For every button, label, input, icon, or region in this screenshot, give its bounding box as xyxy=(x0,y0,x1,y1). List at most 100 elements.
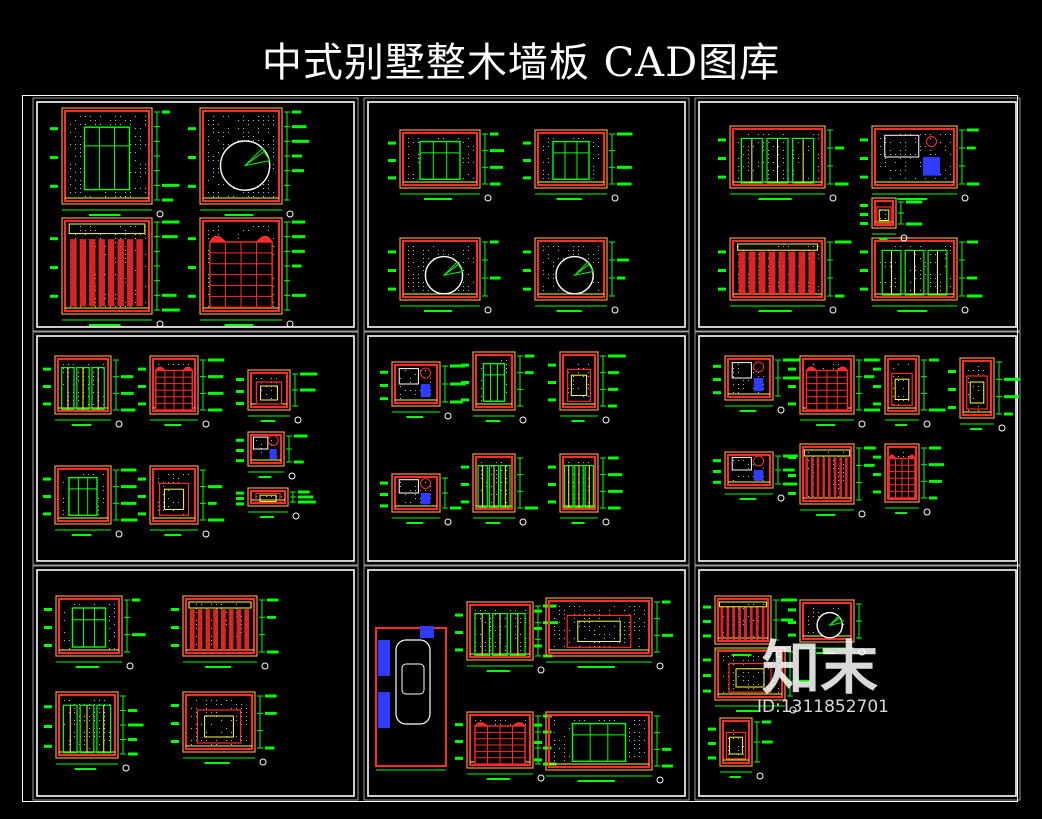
hatch-dot xyxy=(598,258,599,259)
hatch-dot xyxy=(758,266,759,267)
hatch-dot xyxy=(520,650,521,651)
hatch-dot xyxy=(920,278,921,279)
hatch-dot xyxy=(423,290,424,291)
hatch-dot xyxy=(271,496,272,497)
hatch-dot xyxy=(920,270,921,271)
hatch-dot xyxy=(838,488,839,489)
hatch-dot xyxy=(211,712,212,713)
elevation-panel-frame xyxy=(887,358,917,412)
wood-slat xyxy=(805,457,808,500)
hatch-dot xyxy=(543,246,544,247)
hatch-dot xyxy=(468,274,469,275)
hatch-dot xyxy=(246,712,247,713)
hatch-dot xyxy=(584,614,585,615)
plan-room xyxy=(252,436,269,450)
hatch-dot xyxy=(168,498,169,499)
hatch-dot xyxy=(70,184,71,185)
hatch-dot xyxy=(496,462,497,463)
hatch-dot xyxy=(413,286,414,287)
dimension-label xyxy=(948,370,956,373)
hatch-dot xyxy=(418,154,419,155)
dimension-label xyxy=(708,756,716,760)
dimension-label xyxy=(162,308,180,312)
drawing-title-bar xyxy=(739,498,757,500)
hatch-dot xyxy=(619,642,620,643)
hatch-dot xyxy=(738,368,739,369)
hatch-pattern xyxy=(880,134,951,179)
hatch-dot xyxy=(473,282,474,283)
dimension-label xyxy=(265,694,277,698)
elevation-drawing xyxy=(455,711,557,782)
hatch-dot xyxy=(898,456,899,457)
hatch-dot xyxy=(70,164,71,165)
hatch-dot xyxy=(84,704,85,705)
hatch-dot xyxy=(496,474,497,475)
hatch-dot xyxy=(135,136,136,137)
dimension-label xyxy=(162,220,180,224)
hatch-dot xyxy=(598,138,599,139)
dimension-label xyxy=(608,371,619,375)
hatch-dot xyxy=(930,274,931,275)
elevation-outline xyxy=(871,237,958,301)
hatch-dot xyxy=(268,116,269,117)
hatch-dot xyxy=(950,166,951,167)
dimension-label xyxy=(128,723,144,727)
hatch-dot xyxy=(458,290,459,291)
hatch-dot xyxy=(588,376,589,377)
hatch-dot xyxy=(813,612,814,613)
wood-slat xyxy=(738,606,741,641)
hatch-dot xyxy=(75,144,76,145)
hatch-dot xyxy=(211,636,212,637)
hatch-dot xyxy=(120,306,121,307)
hatch-dot xyxy=(84,744,85,745)
elevation-drawing xyxy=(388,129,505,202)
dimension-label xyxy=(121,391,134,395)
hatch-dot xyxy=(768,286,769,287)
hatch-dot xyxy=(583,138,584,139)
hatch-dot xyxy=(241,736,242,737)
hatch-dot xyxy=(468,250,469,251)
hatch-dot xyxy=(778,154,779,155)
dimension-label xyxy=(788,492,796,495)
hatch-dot xyxy=(173,474,174,475)
hatch-dot xyxy=(226,624,227,625)
hatch-dot xyxy=(898,376,899,377)
hatch-dot xyxy=(903,396,904,397)
elevation-drawing xyxy=(713,451,798,502)
hatch-dot xyxy=(228,116,229,117)
hatch-dot xyxy=(94,720,95,721)
elevation-outline xyxy=(729,125,826,189)
drawing-number-bubble xyxy=(156,210,164,218)
hatch-dot xyxy=(885,138,886,139)
elevation-outline xyxy=(55,691,119,759)
elevation-outline xyxy=(559,453,599,513)
dimension-label xyxy=(617,165,632,169)
dimension-label xyxy=(292,125,307,129)
window-frame xyxy=(482,362,506,403)
hatch-dot xyxy=(408,262,409,263)
hatch-dot xyxy=(525,724,526,725)
hatch-dot xyxy=(599,634,600,635)
hatch-pattern xyxy=(481,462,507,503)
dimension-label xyxy=(450,364,466,368)
hatch-dot xyxy=(495,646,496,647)
hatch-dot xyxy=(80,230,81,231)
hatch-dot xyxy=(258,132,259,133)
hatch-dot xyxy=(93,404,94,405)
hatch-dot xyxy=(211,644,212,645)
hatch-dot xyxy=(430,378,431,379)
dimension-label xyxy=(292,235,306,239)
dimension-label xyxy=(162,110,171,114)
elevation-drawing xyxy=(788,599,866,656)
hatch-dot xyxy=(158,478,159,479)
hatch-dot xyxy=(833,484,834,485)
drawing-number-bubble xyxy=(656,662,664,670)
elevation-outline xyxy=(559,351,599,411)
hatch-dot xyxy=(248,124,249,125)
hatch-dot xyxy=(485,646,486,647)
dimension-label xyxy=(294,460,304,464)
hatch-dot xyxy=(135,172,136,173)
hatch-dot xyxy=(125,258,126,259)
hatch-dot xyxy=(196,732,197,733)
hatch-dot xyxy=(480,720,481,721)
